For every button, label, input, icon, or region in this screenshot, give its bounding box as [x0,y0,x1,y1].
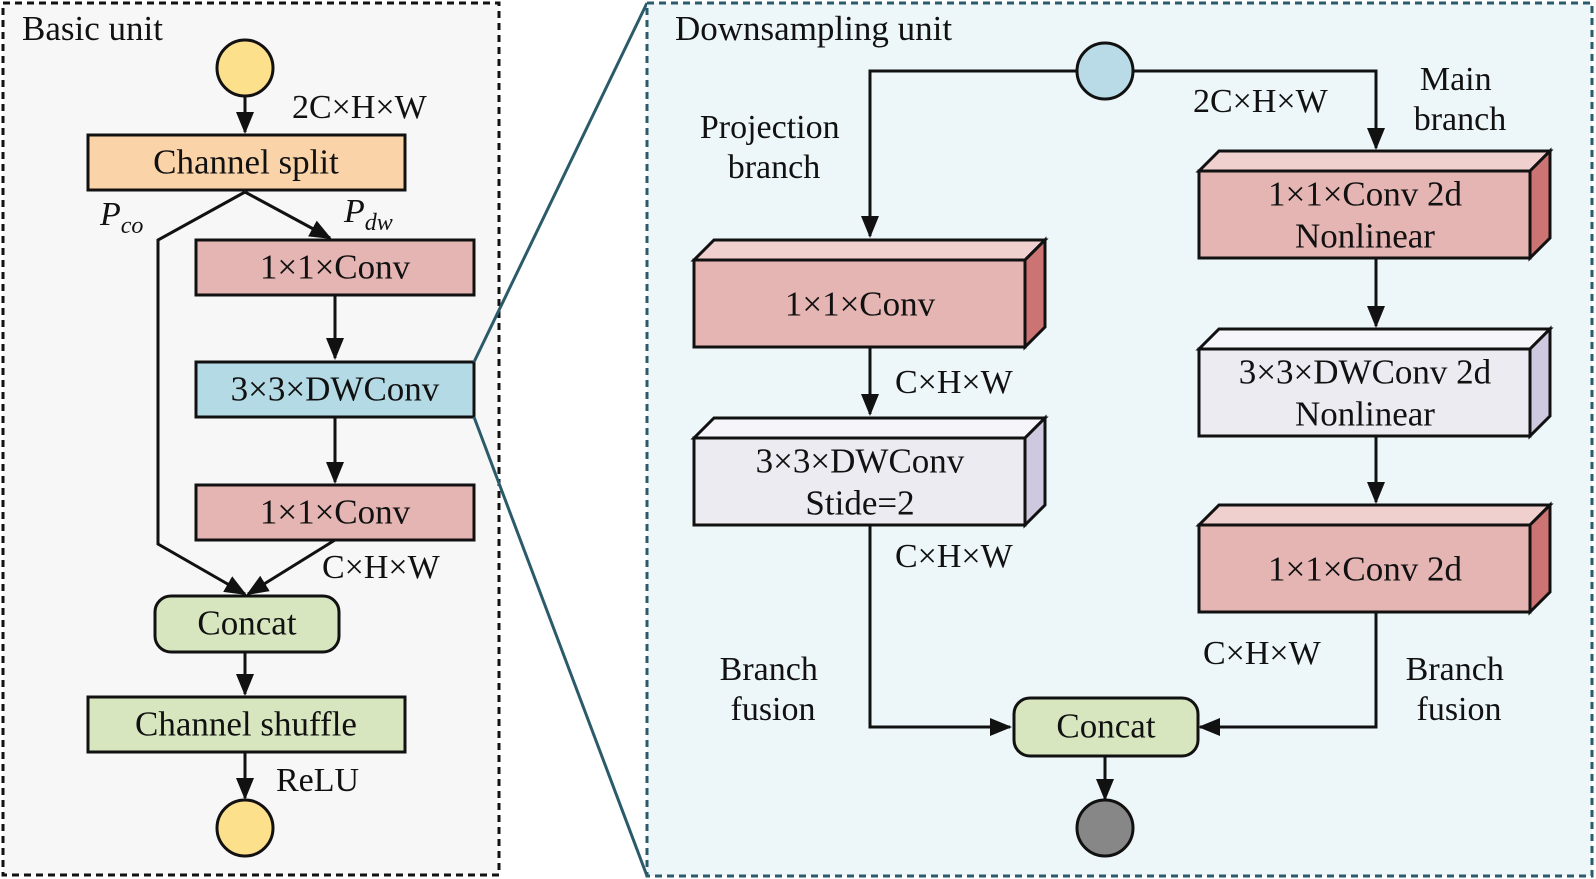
shortcut-edge [156,190,247,596]
relu-label: ReLU [276,762,359,799]
main-out-dims: C×H×W [1203,635,1322,672]
basic-concat-box [153,594,341,654]
down-input-node [1075,41,1135,101]
basic-conv1-box [194,238,476,297]
down-input-dims: 2C×H×W [1193,83,1329,120]
main-conv2-label: 1×1×Conv 2d [1268,550,1463,589]
proj-conv-dims: C×H×W [895,364,1014,401]
main-conv1-label-1: 1×1×Conv 2d [1268,175,1463,214]
main-conv2-box: 1×1×Conv 2d [1195,501,1554,616]
basic-input-node [215,38,275,98]
main-dwconv-label-2: Nonlinear [1295,395,1435,434]
basic-input-dims: 2C×H×W [292,89,428,126]
basic-unit-title: Basic unit [22,9,163,48]
main-branch-label: Main branch [1414,61,1507,138]
main-conv1-box: 1×1×Conv 2d Nonlinear [1195,147,1554,262]
branch-fusion-left-label: Branch fusion [720,651,827,728]
basic-unit-panel: Basic unit 2C×H×W Channel split Pco Pdw … [1,1,501,877]
basic-concat-label: Concat [197,604,296,643]
projection-branch-label: Projection branch [700,109,848,186]
p-dw-label: Pdw [343,193,393,236]
main-conv1-label-2: Nonlinear [1295,217,1435,256]
proj-conv-label: 1×1×Conv [785,285,936,324]
basic-output-node [215,798,275,858]
proj-dwconv-label-2: Stide=2 [805,484,914,523]
proj-dwconv-dims: C×H×W [895,538,1014,575]
proj-dwconv-box: 3×3×DWConv Stide=2 [690,414,1049,529]
channel-split-box [86,133,407,192]
proj-dwconv-label-1: 3×3×DWConv [756,442,965,481]
p-co-label: Pco [99,196,143,239]
basic-conv2-label: 1×1×Conv [260,493,411,532]
downsampling-unit-panel: Downsampling unit 2C×H×W Projection bran… [645,1,1594,878]
main-dwconv-box: 3×3×DWConv 2d Nonlinear [1195,325,1554,440]
basic-conv2-box [194,483,476,542]
basic-dwconv-label: 3×3×DWConv [231,370,440,409]
basic-conv-out-dims: C×H×W [322,549,441,586]
channel-shuffle-box [86,695,407,754]
branch-fusion-right-label: Branch fusion [1406,651,1513,728]
down-concat-label: Concat [1056,707,1155,746]
proj-conv-box: 1×1×Conv [690,236,1049,351]
basic-conv1-label: 1×1×Conv [260,248,411,287]
down-output-node [1075,798,1135,858]
zoom-connector [472,2,649,877]
main-dwconv-label-1: 3×3×DWConv 2d [1239,353,1492,392]
downsampling-unit-title: Downsampling unit [675,9,952,48]
channel-split-label: Channel split [153,143,339,182]
basic-dwconv-box [194,360,476,419]
channel-shuffle-label: Channel shuffle [135,705,357,744]
